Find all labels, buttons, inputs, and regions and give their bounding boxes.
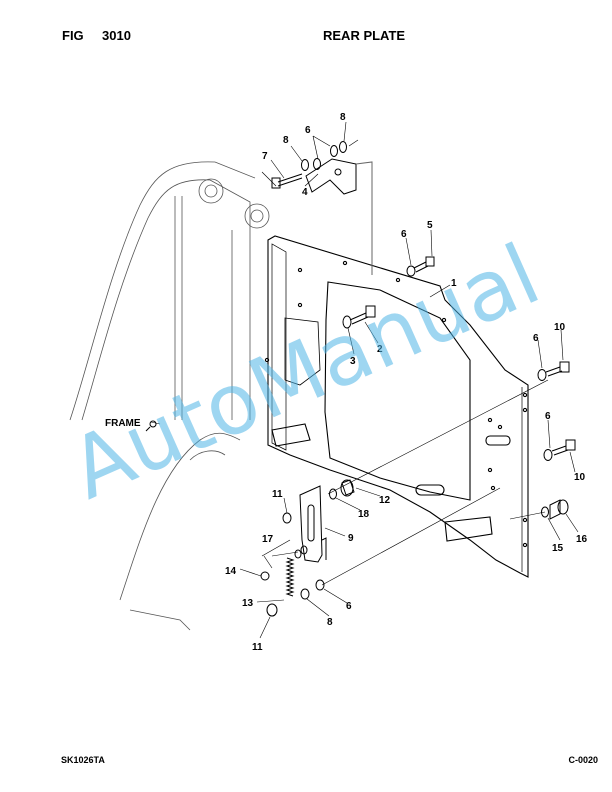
- right-bolt-upper: [537, 361, 570, 381]
- callout-8: 8: [340, 112, 346, 123]
- latch-bracket: [299, 485, 327, 563]
- page-code: C-0020: [568, 755, 598, 765]
- assembly-lines: [150, 121, 579, 639]
- callout-13: 13: [242, 598, 254, 609]
- spacer: [329, 479, 355, 500]
- plate-bolt-top: [406, 256, 435, 277]
- lower-hardware: [300, 579, 325, 600]
- watermark: AutoManual: [56, 225, 553, 518]
- figure-number: 3010: [102, 28, 131, 43]
- callout-12: 12: [379, 495, 391, 506]
- bracket-washers: [301, 141, 347, 171]
- frame-structure: [69, 161, 270, 631]
- callout-11: 11: [272, 489, 283, 500]
- callout-10: 10: [554, 322, 566, 333]
- callout-18: 18: [358, 509, 370, 520]
- frame-label: FRAME: [105, 418, 141, 429]
- callout-2: 2: [377, 344, 383, 355]
- callout-5: 5: [427, 220, 433, 231]
- callout-11: 11: [252, 642, 263, 653]
- callout-14: 14: [225, 566, 237, 577]
- frame-fastener: [145, 420, 157, 432]
- callout-labels: 1 2 3 4 5 6 6 6 6 6 7 8 8 8 9 10 10 11 1…: [105, 112, 588, 653]
- bumper: [541, 499, 569, 520]
- callout-6: 6: [401, 229, 407, 240]
- callout-8: 8: [327, 617, 333, 628]
- center-bolt: [342, 305, 376, 329]
- callout-16: 16: [576, 534, 588, 545]
- drawing-code: SK1026TA: [61, 755, 105, 765]
- callout-3: 3: [350, 356, 356, 367]
- callout-6: 6: [346, 601, 352, 612]
- callout-7: 7: [262, 151, 268, 162]
- right-bolt-lower: [543, 439, 576, 461]
- callout-9: 9: [348, 533, 354, 544]
- callout-6: 6: [533, 333, 539, 344]
- page-title: REAR PLATE: [323, 28, 406, 43]
- callout-4: 4: [302, 187, 308, 198]
- callout-1: 1: [451, 278, 457, 289]
- callout-17: 17: [262, 534, 274, 545]
- bracket-bolt: [271, 173, 303, 189]
- callout-10: 10: [574, 472, 586, 483]
- callout-8: 8: [283, 135, 289, 146]
- rear-plate: [264, 235, 529, 578]
- callout-15: 15: [552, 543, 564, 554]
- upper-bracket: [305, 158, 373, 275]
- spring-assembly: [260, 512, 308, 617]
- callout-6: 6: [545, 411, 551, 422]
- callout-6: 6: [305, 125, 311, 136]
- figure-label: FIG: [62, 28, 84, 43]
